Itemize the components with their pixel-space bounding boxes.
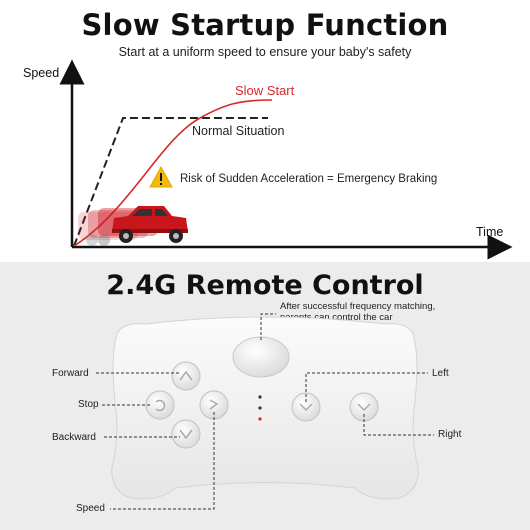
slow-startup-title: Slow Startup Function (81, 8, 449, 42)
normal-situation-label: Normal Situation (192, 124, 285, 138)
speed-label: Speed (76, 503, 105, 514)
frequency-matching-note: After successful frequency matching, par… (280, 301, 435, 323)
speed-button[interactable] (199, 390, 229, 420)
pairing-button[interactable] (232, 336, 290, 378)
left-button[interactable] (291, 392, 321, 422)
note-line-2: parents can control the car (280, 312, 393, 323)
warning-icon (149, 165, 173, 188)
callout-lines (96, 313, 434, 510)
left-label: Left (432, 368, 449, 379)
backward-label: Backward (52, 432, 96, 443)
y-axis-label: Speed (23, 66, 60, 80)
stop-button[interactable] (145, 390, 175, 420)
slow-startup-subtitle: Start at a uniform speed to ensure your … (118, 45, 412, 59)
stop-label: Stop (78, 399, 99, 410)
backward-button[interactable] (171, 419, 201, 449)
remote-control-illustration (96, 313, 434, 510)
warning-text: Risk of Sudden Acceleration = Emergency … (180, 173, 438, 185)
forward-label: Forward (52, 368, 89, 379)
forward-button[interactable] (171, 361, 201, 391)
slow-start-curve (73, 99, 273, 247)
indicator-light-2 (258, 406, 262, 410)
right-label: Right (438, 429, 462, 440)
slow-start-label: Slow Start (235, 83, 295, 98)
remote-control-title: 2.4G Remote Control (106, 270, 424, 301)
indicator-light-1 (258, 395, 262, 399)
normal-situation-curve (73, 117, 268, 247)
speed-time-diagram (59, 59, 513, 260)
ride-on-car-icon (78, 206, 188, 246)
x-axis-label: Time (476, 225, 504, 239)
indicator-light-3 (258, 417, 262, 421)
slow-startup-section (0, 0, 530, 262)
note-line-1: After successful frequency matching, (280, 301, 436, 312)
